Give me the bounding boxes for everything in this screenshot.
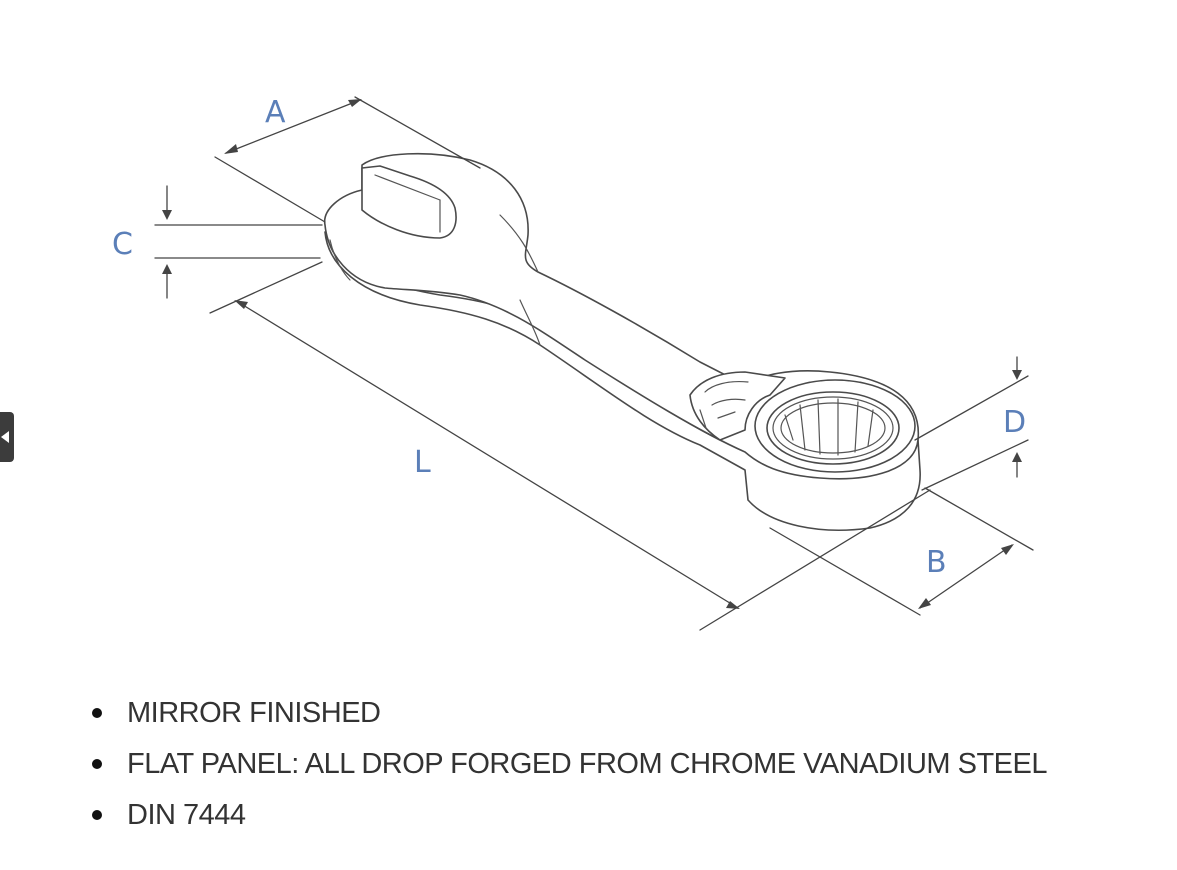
bullet-icon [92, 810, 102, 820]
feature-text: FLAT PANEL: ALL DROP FORGED FROM CHROME … [127, 748, 1047, 780]
dimension-c [154, 185, 323, 299]
dimension-label-b: B [926, 545, 947, 580]
list-item: MIRROR FINISHED [88, 688, 1047, 739]
open-end-jaw [361, 165, 457, 239]
dimension-label-c: C [112, 227, 133, 262]
dimension-d [914, 356, 1029, 491]
list-item: FLAT PANEL: ALL DROP FORGED FROM CHROME … [88, 739, 1047, 790]
wrench-drawing [324, 152, 921, 531]
feature-text: DIN 7444 [127, 799, 246, 831]
open-end-head [324, 152, 920, 480]
dimension-label-a: A [265, 95, 286, 130]
list-item: DIN 7444 [88, 790, 1047, 841]
dimension-a [214, 96, 481, 223]
dimension-b [769, 487, 1034, 616]
feature-list: MIRROR FINISHED FLAT PANEL: ALL DROP FOR… [88, 688, 1047, 841]
bullet-icon [92, 708, 102, 718]
feature-text: MIRROR FINISHED [127, 697, 381, 729]
dimension-label-d: D [1003, 405, 1026, 440]
dimension-label-l: L [414, 445, 431, 480]
previous-slide-button[interactable] [0, 412, 14, 462]
bullet-icon [92, 759, 102, 769]
wrench-dimension-diagram: A C L D B [112, 95, 1034, 631]
dimension-l [209, 261, 931, 631]
caret-left-icon [1, 431, 9, 443]
ratchet-pawl [689, 371, 786, 441]
